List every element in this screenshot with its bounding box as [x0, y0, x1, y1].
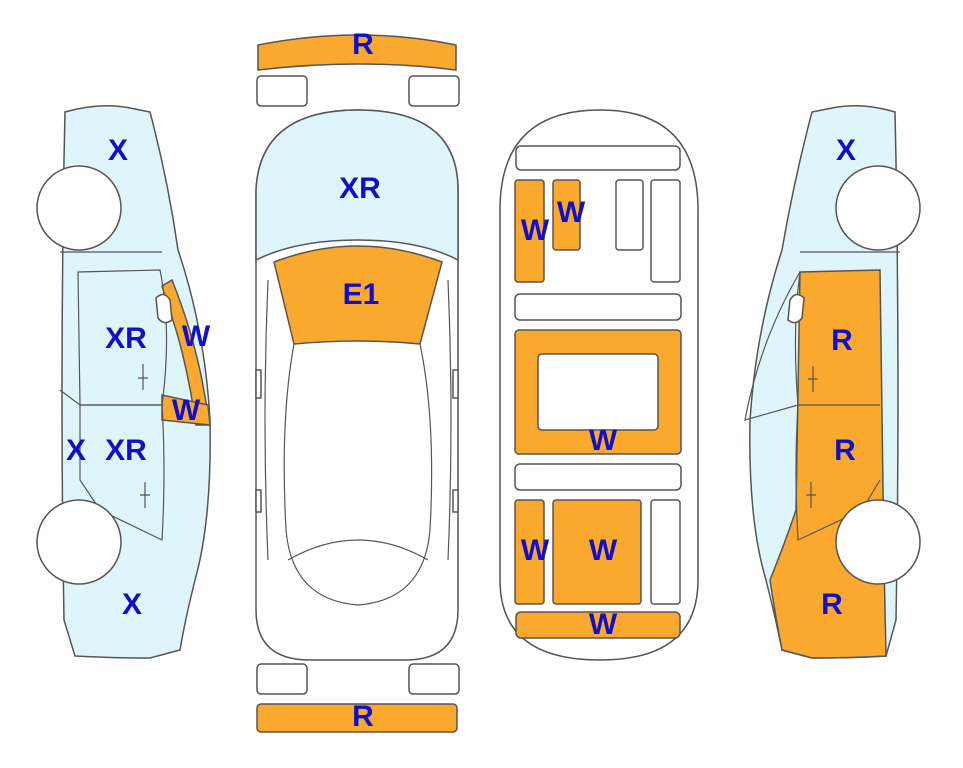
left-front-wheel — [36, 165, 122, 251]
floor-rear-slot-right — [650, 499, 681, 605]
floor-rear-left — [514, 499, 545, 605]
right-rear-wheel — [835, 499, 921, 585]
label-left-front-door: XR — [105, 322, 147, 355]
right-side-view — [744, 105, 921, 659]
floor-front-bar — [515, 145, 681, 171]
top-windshield — [273, 245, 443, 345]
top-hood — [255, 109, 459, 262]
label-floor-rear-left: W — [521, 534, 550, 567]
floor-center-inner — [537, 353, 659, 431]
label-left-rear-door: XR — [105, 434, 147, 467]
top-bumper-rear — [256, 703, 458, 733]
label-right-roof: X — [836, 134, 856, 167]
label-top-bumper-front: R — [352, 28, 374, 61]
floor-front-slot-mid — [615, 179, 644, 251]
top-front-left-corner — [256, 75, 308, 107]
top-side-left — [264, 279, 269, 561]
label-right-rear-door: R — [834, 434, 856, 467]
label-left-rear-quarter: X — [122, 588, 142, 621]
left-pillar-upper — [161, 278, 211, 426]
top-rear-left-corner — [256, 663, 308, 695]
floor-mid-bar — [514, 293, 682, 321]
left-side-view — [36, 105, 211, 659]
top-mirror-left — [255, 369, 262, 399]
left-rear-wheel — [36, 499, 122, 585]
label-floor-front-left-b: W — [557, 196, 586, 229]
label-left-pillar-upper: W — [182, 320, 211, 353]
label-top-bumper-rear: R — [352, 700, 374, 733]
label-right-front-door: R — [831, 324, 853, 357]
right-rear-handle — [806, 482, 816, 508]
floor-front-left-a — [514, 179, 545, 283]
label-left-roof: X — [108, 134, 128, 167]
label-left-pillar-lower: W — [172, 394, 201, 427]
top-front-right-corner — [408, 75, 460, 107]
floor-rear-bar — [514, 463, 682, 491]
left-mirror — [155, 293, 173, 324]
labels: X XR W W X XR X R XR E1 R W W W W W W X … — [66, 28, 856, 733]
right-rear-door-line — [795, 404, 881, 541]
top-handle-right — [452, 489, 459, 513]
label-floor-front-left-a: W — [521, 214, 550, 247]
right-front-wheel — [835, 165, 921, 251]
top-rear-window — [287, 539, 429, 561]
floor-front-slot-right — [650, 179, 681, 283]
top-view — [255, 34, 460, 733]
top-mirror-right — [452, 369, 459, 399]
label-floor-rear-bottom: W — [589, 608, 618, 641]
floor-view — [499, 109, 699, 661]
label-left-rear-edge: X — [66, 434, 86, 467]
left-front-handle — [138, 364, 148, 390]
label-floor-center: W — [589, 424, 618, 457]
left-rear-door-line — [79, 404, 165, 541]
label-floor-rear-center: W — [589, 534, 618, 567]
top-bumper-front — [257, 34, 457, 71]
floor-rear-center — [552, 499, 642, 605]
top-cabin — [283, 343, 433, 606]
label-right-rear-quarter: R — [821, 588, 843, 621]
top-handle-left — [255, 489, 262, 513]
right-mirror — [787, 293, 805, 324]
right-front-glass — [744, 271, 801, 421]
left-side-sweep — [59, 251, 162, 406]
label-top-hood: XR — [339, 172, 381, 205]
floor-rear-bottom — [515, 611, 681, 639]
right-door-line — [794, 271, 880, 406]
right-front-handle — [808, 366, 818, 392]
label-top-windshield: E1 — [343, 278, 380, 311]
floor-front-left-b — [552, 179, 581, 251]
left-rear-handle — [140, 482, 150, 508]
top-side-right — [447, 279, 452, 561]
top-rear-right-corner — [408, 663, 460, 695]
